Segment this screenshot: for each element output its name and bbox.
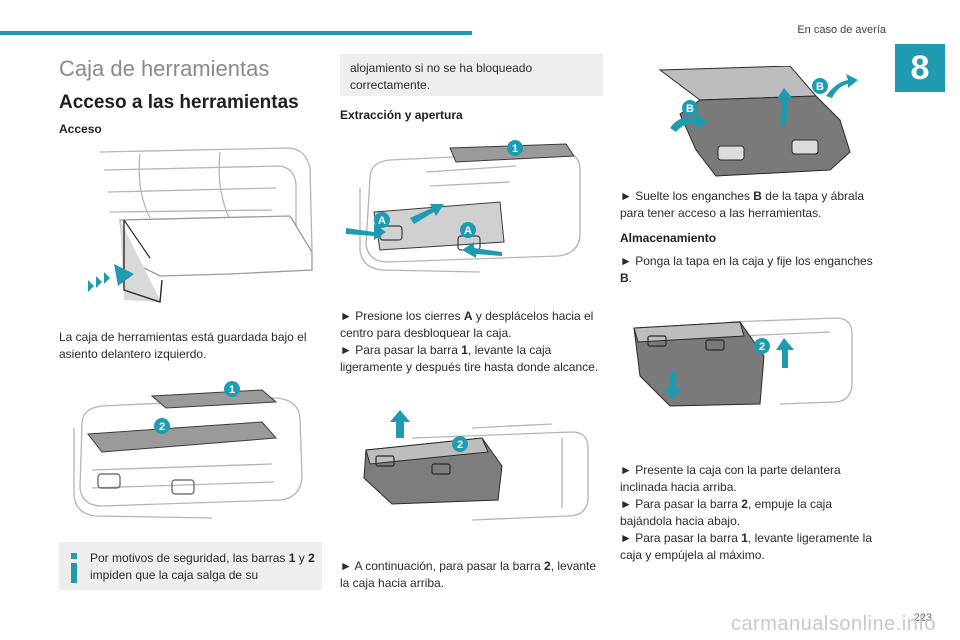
step-text: , empuje la caja bajándola hacia abajo. bbox=[620, 497, 832, 528]
page-number: 223 bbox=[913, 612, 932, 624]
access-text-block: La caja de herramientas está guardada ba… bbox=[59, 329, 324, 363]
lift-box-figure: 2 bbox=[363, 410, 589, 521]
step-fix-hooks: ► Ponga la tapa en la caja y fije los en… bbox=[620, 253, 885, 287]
step-text: ► A continuación, para pasar la barra bbox=[340, 559, 544, 573]
info-note: Por motivos de seguridad, las barras 1 y… bbox=[59, 542, 322, 590]
watermark-text: carmanualsonline.info bbox=[730, 613, 936, 635]
step-release-hooks: ► Suelte los enganches B de la tapa y áb… bbox=[620, 188, 885, 222]
label-b-badge: B bbox=[812, 78, 828, 94]
step-text: ► Para pasar la barra bbox=[340, 343, 462, 357]
step-text: , levante ligeramente la caja y empújela… bbox=[620, 531, 873, 562]
step-press-latches: ► Presione los cierres A y desplácelos h… bbox=[340, 308, 605, 342]
svg-text:B: B bbox=[686, 103, 694, 115]
step-text: ► Presione los cierres bbox=[340, 309, 464, 323]
note-text-part: Por motivos de seguridad, las barras bbox=[90, 551, 289, 565]
step-pass-bar-1: ► Para pasar la barra 1, levante la caja… bbox=[340, 342, 605, 376]
step-push-bar-2: ► Para pasar la barra 2, empuje la caja … bbox=[620, 496, 885, 530]
header-accent-bar bbox=[0, 31, 472, 35]
step-number: 2 bbox=[741, 497, 748, 511]
note-continued-text: alojamiento si no se ha bloqueado correc… bbox=[350, 61, 533, 92]
note-bar-2: 2 bbox=[308, 551, 315, 565]
section-title: Caja de herramientas bbox=[59, 56, 270, 81]
chapter-title: En caso de avería bbox=[797, 24, 886, 36]
step-text: y desplácelos hacia el centro para desbl… bbox=[340, 309, 594, 340]
extraction-steps: ► Presione los cierres A y desplácelos h… bbox=[340, 308, 605, 376]
chapter-number-tab: 8 bbox=[895, 44, 945, 92]
label-1-badge: 1 bbox=[507, 140, 523, 156]
extraction-heading-block: Extracción y apertura bbox=[340, 108, 605, 122]
right-steps-top: ► Suelte los enganches B de la tapa y áb… bbox=[620, 188, 885, 287]
right-steps-bottom: ► Presente la caja con la parte delanter… bbox=[620, 462, 885, 564]
label-b-badge: B bbox=[682, 100, 698, 116]
svg-text:1: 1 bbox=[229, 384, 235, 396]
svg-text:A: A bbox=[378, 215, 386, 227]
step-text: ► Suelte los enganches bbox=[620, 189, 754, 203]
label-a-badge: A bbox=[460, 222, 476, 238]
step-letter: A bbox=[463, 309, 473, 323]
label-1-badge: 1 bbox=[224, 381, 240, 397]
step-letter: B bbox=[620, 271, 629, 285]
reinsert-box-figure: 2 bbox=[633, 317, 853, 407]
label-2-badge: 2 bbox=[452, 436, 468, 452]
access-label: Acceso bbox=[59, 122, 102, 136]
info-note-text: Por motivos de seguridad, las barras 1 y… bbox=[90, 550, 316, 584]
step-text: ► Para pasar la barra bbox=[620, 531, 742, 545]
step-number: 1 bbox=[741, 531, 748, 545]
label-2-badge: 2 bbox=[754, 338, 770, 354]
step-pass-bar-2: ► A continuación, para pasar la barra 2,… bbox=[340, 558, 605, 592]
step-number: 2 bbox=[544, 559, 551, 573]
step-letter: B bbox=[753, 189, 762, 203]
svg-text:1: 1 bbox=[512, 143, 518, 155]
step-text: de la tapa y ábrala para tener acceso a … bbox=[620, 189, 865, 220]
step-text: ► Ponga la tapa en la caja y fije los en… bbox=[620, 254, 873, 268]
info-note-continued: alojamiento si no se ha bloqueado correc… bbox=[340, 54, 603, 96]
step-text: . bbox=[628, 271, 633, 285]
note-bar-1: 1 bbox=[288, 551, 296, 565]
extraction-title: Extracción y apertura bbox=[340, 108, 463, 122]
left-column: Caja de herramientas Acceso a las herram… bbox=[59, 56, 324, 136]
step-lift-block: ► A continuación, para pasar la barra 2,… bbox=[340, 558, 605, 592]
press-latches-figure: 1 A A bbox=[346, 140, 581, 273]
release-hooks-figure: B B bbox=[658, 66, 858, 177]
svg-text:2: 2 bbox=[457, 439, 463, 451]
seat-toolbox-figure bbox=[88, 147, 313, 303]
info-icon bbox=[71, 553, 77, 583]
subsection-title: Acceso a las herramientas bbox=[59, 92, 299, 113]
note-text-part: impiden que la caja salga de su bbox=[90, 568, 259, 582]
svg-text:2: 2 bbox=[159, 421, 165, 433]
step-number: 1 bbox=[461, 343, 468, 357]
step-text: , levante la caja hacia arriba. bbox=[340, 559, 597, 590]
svg-text:B: B bbox=[816, 81, 824, 93]
step-text: , levante la caja ligeramente y después … bbox=[340, 343, 599, 374]
storage-title: Almacenamiento bbox=[620, 231, 717, 245]
note-text-part: y bbox=[295, 551, 309, 565]
step-present-box: ► Presente la caja con la parte delanter… bbox=[620, 463, 841, 494]
svg-text:A: A bbox=[464, 225, 472, 237]
seat-base-bars-figure: 1 2 bbox=[73, 381, 303, 519]
label-a-badge: A bbox=[374, 212, 390, 228]
svg-text:2: 2 bbox=[759, 341, 765, 353]
step-push-bar-1: ► Para pasar la barra 1, levante ligeram… bbox=[620, 530, 885, 564]
label-2-badge: 2 bbox=[154, 418, 170, 434]
access-text: La caja de herramientas está guardada ba… bbox=[59, 330, 307, 361]
step-text: ► Para pasar la barra bbox=[620, 497, 742, 511]
